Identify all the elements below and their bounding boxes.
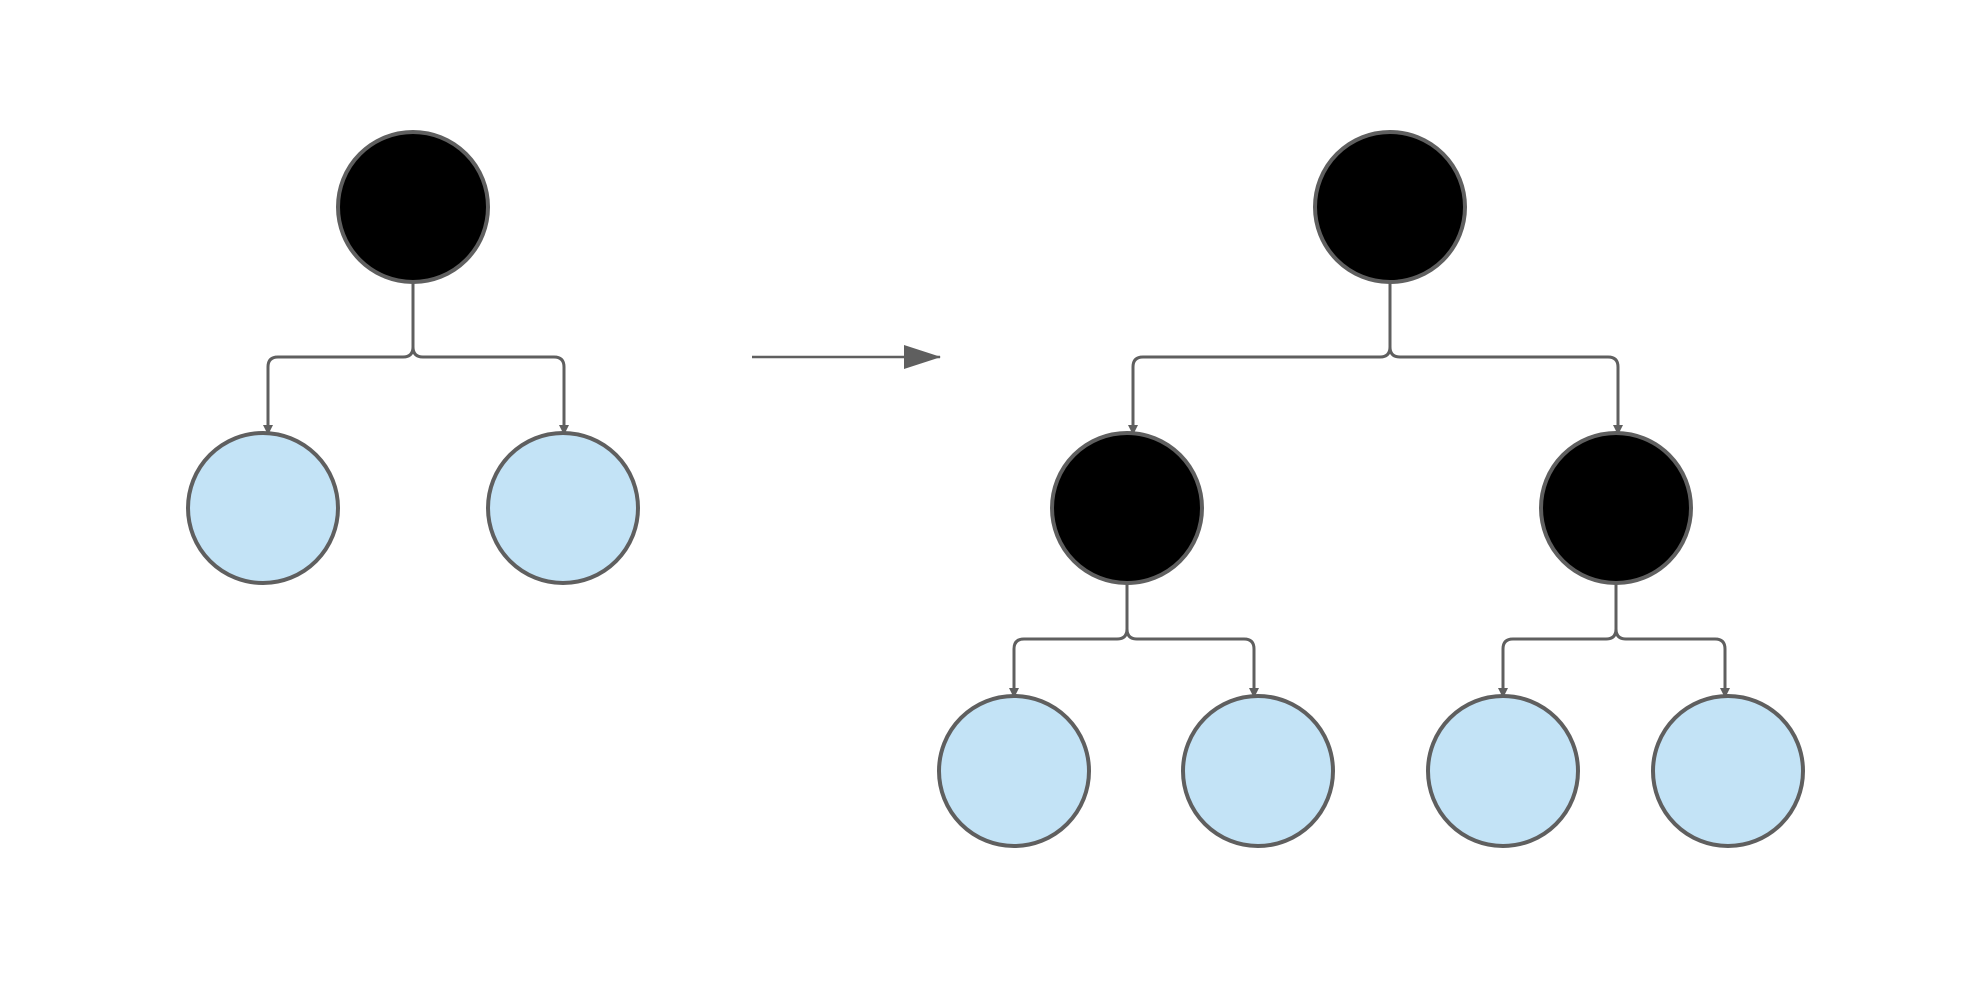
leaf-node-right-leaf	[486, 431, 640, 585]
edge-left-child-to-leaf-1	[1009, 583, 1129, 698]
internal-node-root	[336, 130, 490, 284]
internal-node-root	[1313, 130, 1467, 284]
edge-root-to-left-child	[1128, 282, 1392, 435]
internal-node-right-child	[1539, 431, 1693, 585]
edge-right-child-to-leaf-3	[1498, 583, 1618, 698]
before-tree	[263, 282, 569, 435]
edge-root-to-left-leaf	[263, 282, 415, 435]
leaf-node-left-leaf	[186, 431, 340, 585]
after-nodes	[937, 130, 1805, 848]
leaf-node-leaf-1	[937, 694, 1091, 848]
edge-left-child-to-leaf-2	[1125, 583, 1259, 698]
nodes-layer	[186, 130, 1805, 848]
after-tree	[1009, 282, 1730, 698]
leaf-node-leaf-3	[1426, 694, 1580, 848]
internal-node-left-child	[1050, 431, 1204, 585]
transition-layer	[752, 345, 941, 369]
before-nodes	[186, 130, 640, 585]
leaf-node-leaf-2	[1181, 694, 1335, 848]
transition-arrow-head-icon	[904, 345, 941, 369]
edge-right-child-to-leaf-4	[1614, 583, 1730, 698]
leaf-node-leaf-4	[1651, 694, 1805, 848]
edge-root-to-right-leaf	[411, 282, 569, 435]
edges-layer	[263, 282, 1730, 698]
edge-root-to-right-child	[1388, 282, 1623, 435]
